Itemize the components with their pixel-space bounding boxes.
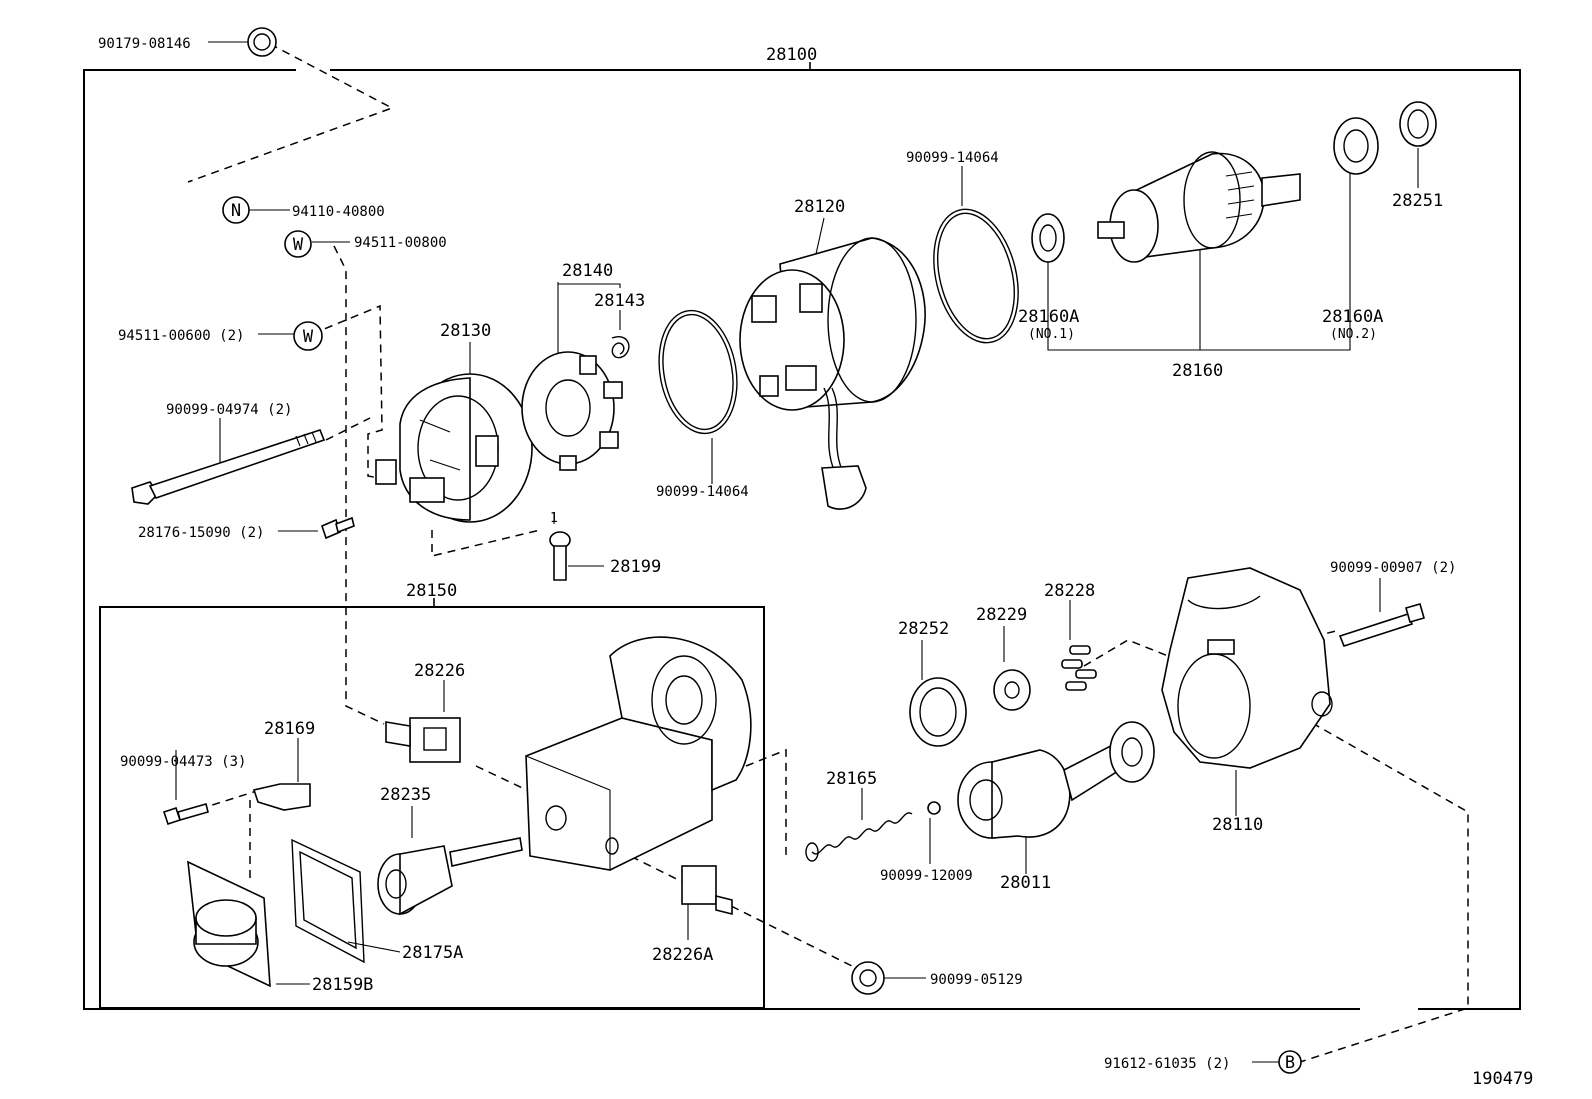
gear-28252-icon [909,677,967,747]
end-frame-28130-icon [375,373,533,523]
label-90099-05129: 90099-05129 [930,972,1023,988]
label-28120: 28120 [794,197,845,217]
label-28140: 28140 [562,261,613,281]
o-ring-a-icon [658,309,738,435]
label-94511-00600: 94511-00600 (2) [118,328,244,344]
label-28226A: 28226A [652,945,713,965]
label-90179-08146: 90179-08146 [98,36,191,52]
label-94110-40800: 94110-40800 [292,204,385,220]
label-90099-12009: 90099-12009 [880,868,973,884]
label-28169: 28169 [264,719,315,739]
symbol-nylock-letter: N [231,201,241,221]
label-28160A-no2: 28160A [1322,307,1383,327]
bearing-no1-icon [1031,213,1065,263]
part-labels: 90179-08146 28100 94110-40800 94511-0080… [98,36,1533,1089]
label-28199-key: 1 [550,511,558,526]
label-90099-14064-lower: 90099-14064 [656,484,749,500]
symbol-bolt-icon: B [1278,1050,1302,1074]
label-90099-00907: 90099-00907 (2) [1330,560,1456,576]
nut-90099-05129-icon [851,961,885,995]
label-28143: 28143 [594,291,645,311]
gear-28251-icon [1399,101,1437,147]
cover-28159B-icon [187,860,271,988]
ball-90099-12009-icon [927,801,941,815]
label-28165: 28165 [826,769,877,789]
label-28110: 28110 [1212,815,1263,835]
label-28251: 28251 [1392,191,1443,211]
o-ring-b-icon [933,208,1019,344]
terminal-28226-icon [385,717,461,763]
spring-28143-icon [611,336,630,359]
label-28160A-no1-note: (NO.1) [1028,327,1075,342]
symbol-washer-b-icon: W [293,321,323,351]
label-28160: 28160 [1172,361,1223,381]
symbol-washer-a-icon: W [284,230,312,258]
nut-90179-08146-icon [247,27,277,57]
figure-number: 190479 [1472,1069,1533,1089]
label-28252: 28252 [898,619,949,639]
brush-holder-28140-icon [521,351,623,471]
terminal-28226A-icon [681,865,733,916]
label-28235: 28235 [380,785,431,805]
label-28011: 28011 [1000,873,1051,893]
label-90099-04473: 90099-04473 (3) [120,754,246,770]
label-28229: 28229 [976,605,1027,625]
label-28160A-no2-note: (NO.2) [1330,327,1377,342]
label-28176-15090: 28176-15090 (2) [138,525,264,541]
symbol-washer-b-letter: W [303,327,314,347]
gasket-28175A-icon [291,838,365,964]
label-28160A-no1: 28160A [1018,307,1079,327]
symbol-bolt-letter: B [1285,1053,1295,1073]
retainer-28229-icon [993,669,1031,711]
yoke-28120-icon [739,237,926,510]
bolt-90099-00907-icon [1338,603,1425,647]
magnet-switch-body-icon [525,636,752,871]
screw-90099-04473-icon [162,803,209,826]
label-28159B: 28159B [312,975,373,995]
label-90099-14064-upper: 90099-14064 [906,150,999,166]
clip-28169-icon [252,783,311,811]
housing-28110-icon [1161,567,1333,769]
bearing-no2-icon [1333,117,1379,175]
label-28130: 28130 [440,321,491,341]
symbol-washer-a-letter: W [293,235,304,255]
label-90099-04974: 90099-04974 (2) [166,402,292,418]
armature-28160-icon [1097,151,1301,263]
pin-28199-icon [549,531,571,581]
spring-28165-icon [805,812,913,862]
rollers-28228-icon [1061,645,1097,691]
label-28150: 28150 [406,581,457,601]
symbol-nylock-icon: N [222,196,250,224]
clutch-28011-icon [957,721,1155,839]
label-28199: 28199 [610,557,661,577]
label-28175A: 28175A [402,943,463,963]
label-28226: 28226 [414,661,465,681]
label-28100: 28100 [766,45,817,65]
magnet-switch-frame [99,598,765,1009]
through-bolt-icon [131,429,326,505]
label-28228: 28228 [1044,581,1095,601]
label-94511-00800: 94511-00800 [354,235,447,251]
plunger-28235-icon [377,837,523,916]
screw-28176-icon [321,516,355,540]
label-91612-61035: 91612-61035 (2) [1104,1056,1230,1072]
